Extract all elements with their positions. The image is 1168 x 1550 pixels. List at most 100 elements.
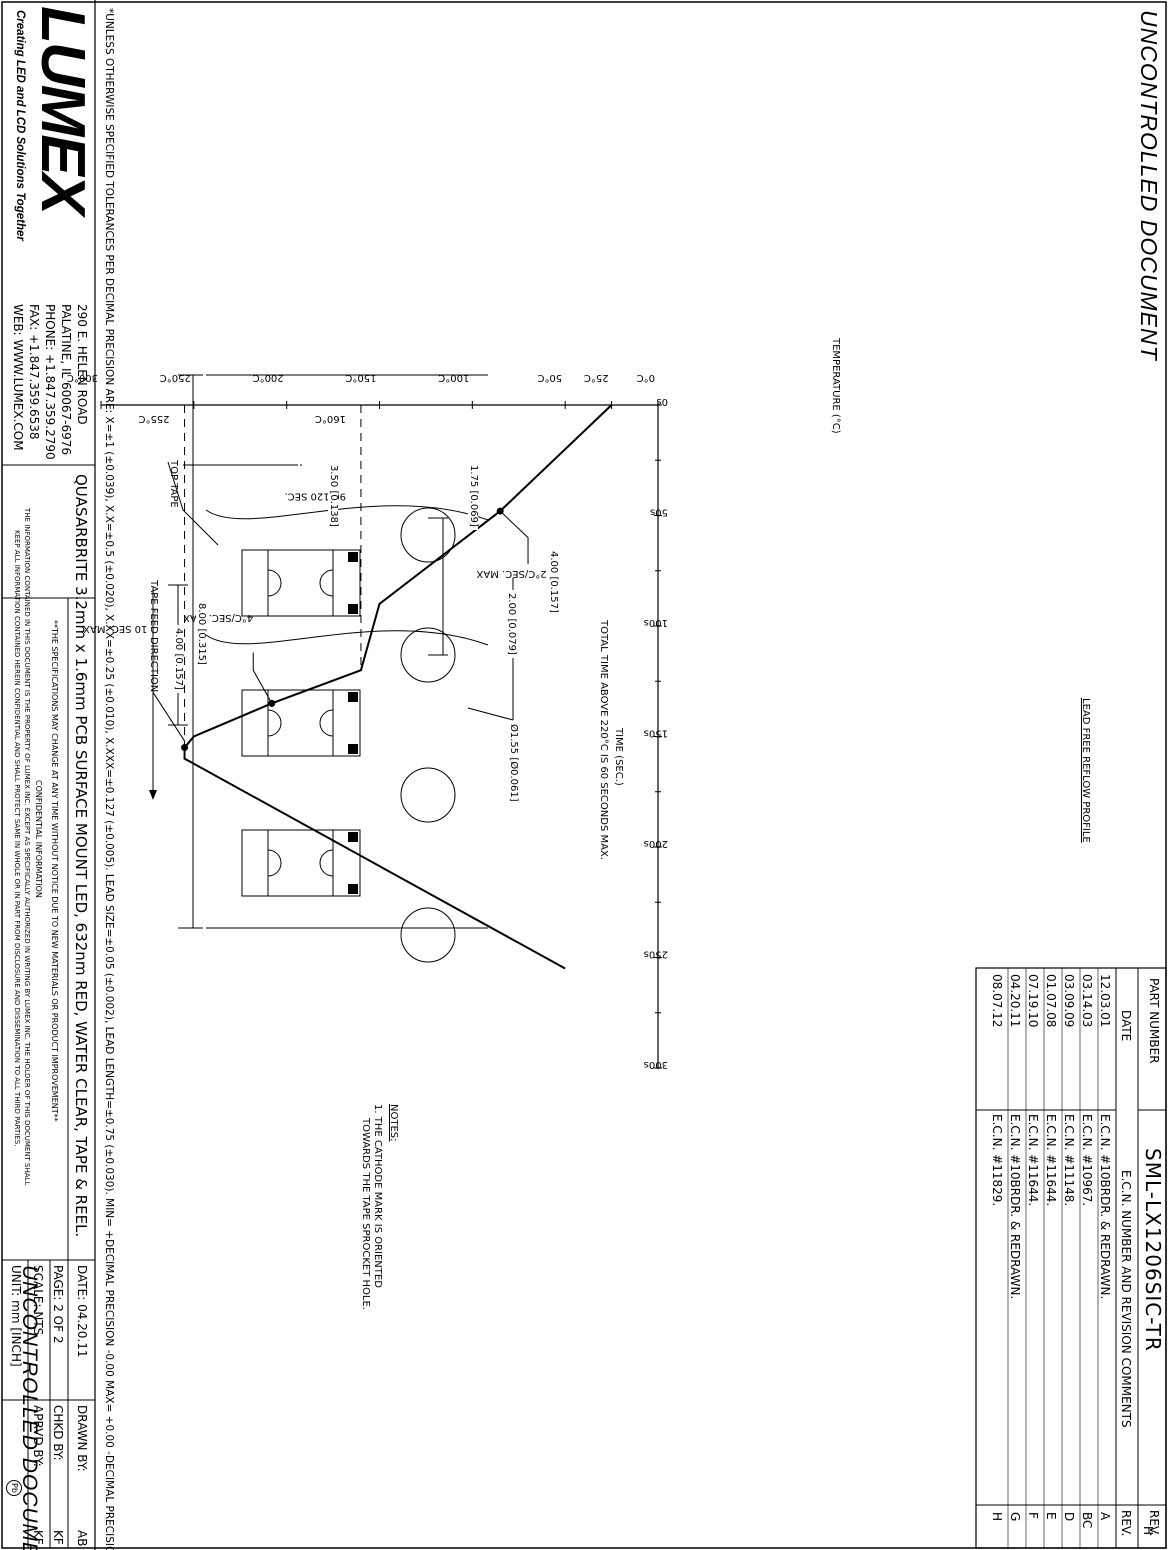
rev-code: H <box>990 1512 1004 1522</box>
rev-comment: E.C.N. #11644. <box>1026 1114 1040 1207</box>
tape-top-edge <box>205 505 489 521</box>
label-160c: 160°C <box>315 413 346 424</box>
rev-date: 03.14.03 <box>1080 974 1094 1028</box>
pocket <box>241 689 361 757</box>
rev-code: D <box>1062 1512 1076 1522</box>
checked-by-value: KF <box>51 1530 65 1545</box>
rev-date: 12.03.01 <box>1098 974 1112 1028</box>
dim-175: 1.75 [0.069] <box>468 462 479 530</box>
tape-wave-mid <box>205 630 489 646</box>
approved-by-label: APRVD BY: <box>31 1405 45 1467</box>
temp-tick-label: 200°C <box>253 372 284 383</box>
address-2: PALATINE, IL 60067-6976 <box>59 304 73 456</box>
time-tick-label: 300s <box>644 1059 668 1070</box>
time-tick-label: 50s <box>650 507 668 518</box>
temp-tick-label: 100°C <box>438 372 469 383</box>
note-line-2: TOWARDS THE TAPE SPROCKET HOLE. <box>360 1118 371 1310</box>
profile-marker <box>181 744 189 752</box>
col-rev: REV. <box>1119 1510 1133 1537</box>
time-tick-label: 200s <box>644 838 668 849</box>
rev-comment: E.C.N. #11148. <box>1062 1114 1076 1207</box>
sprocket-hole <box>400 627 456 683</box>
temp-tick-label: 300°C <box>67 372 98 383</box>
approved-by-value: KF <box>31 1530 45 1545</box>
rev-comment: E.C.N. #10BRDR. & REDRAWN. <box>1008 1114 1022 1300</box>
rohs-icon: Pb <box>6 1480 22 1496</box>
time-tick-label: 0s <box>656 396 668 407</box>
sprocket-hole <box>400 507 456 563</box>
website: WEB: WWW.LUMEX.COM <box>11 304 25 451</box>
lumex-tagline: Creating LED and LCD Solutions Together <box>14 10 26 241</box>
scale-field: SCALE: NTS <box>31 1265 45 1336</box>
part-description: QUASARBRITE 3.2mm x 1.6mm PCB SURFACE MO… <box>72 474 90 1238</box>
rev-date: 03.09.09 <box>1062 974 1076 1028</box>
rev-code: A <box>1098 1512 1112 1521</box>
rev-comment: E.C.N. #10967. <box>1080 1114 1094 1207</box>
lumex-logo: LUMEX <box>28 6 97 213</box>
part-number: SML-LX1206SIC-TR <box>1141 1148 1165 1352</box>
time-axis-label: TIME (SEC.) <box>613 728 624 786</box>
rev-code: G <box>1008 1512 1022 1522</box>
dim-hole: Ø1.55 [Ø0.061] <box>508 724 519 802</box>
col-date: DATE <box>1119 1010 1133 1042</box>
dim-200: 2.00 [0.079] <box>506 590 517 658</box>
watermark-top: UNCONTROLLED DOCUMENT <box>1136 10 1162 361</box>
rev-date: 01.07.08 <box>1044 974 1058 1028</box>
notes-title: NOTES: <box>388 1104 399 1142</box>
drawn-by-label: DRAWN BY: <box>75 1405 89 1472</box>
rev-comment: E.C.N. #11829. <box>990 1114 1004 1207</box>
time-tick-label: 250s <box>644 949 668 960</box>
rev-code: E <box>1044 1512 1058 1520</box>
rev-code: BC <box>1080 1512 1094 1529</box>
time-note: TOTAL TIME ABOVE 220°C IS 60 SECONDS MAX… <box>598 620 609 860</box>
confidential-line-1: THE INFORMATION CONTAINED IN THIS DOCUME… <box>23 508 31 1186</box>
pocket <box>241 829 361 897</box>
time-tick-label: 100s <box>644 617 668 628</box>
fax: FAX: +1.847.359.6538 <box>27 304 41 440</box>
tolerance-note: *UNLESS OTHERWISE SPECIFIED TOLERANCES P… <box>103 8 115 1550</box>
tape-feed-label: TAPE FEED DIRECTION <box>148 580 159 693</box>
reflow-title: LEAD FREE REFLOW PROFILE <box>1080 698 1091 843</box>
temp-tick-label: 50°C <box>537 372 562 383</box>
spec-change-note: **THE SPECIFICATIONS MAY CHANGE AT ANY T… <box>50 620 59 1122</box>
leader-ramp-1 <box>499 510 529 565</box>
note-line-1: 1. THE CATHODE MARK IS ORIENTED <box>372 1104 383 1288</box>
label-peak: 10 SEC. MAX <box>83 623 147 634</box>
rev-date: 07.19.10 <box>1026 974 1040 1028</box>
leader-ramp-2 <box>252 652 273 704</box>
date-field: DATE: 04.20.11 <box>75 1265 89 1358</box>
rev-value: H <box>1141 1526 1155 1536</box>
unit-field: UNIT: mm [INCH] <box>9 1265 23 1367</box>
dim-width: 8.00 [0.315] <box>196 600 207 668</box>
confidential-title: CONFIDENTIAL INFORMATION <box>34 780 43 898</box>
page-field: PAGE: 2 OF 2 <box>51 1265 65 1344</box>
label-ramp-1: 2°C/SEC. MAX <box>476 568 546 579</box>
rev-comment: E.C.N. #11644. <box>1044 1114 1058 1207</box>
dim-pitch-400: 4.00 [0.157] <box>548 548 559 616</box>
sprocket-hole <box>400 907 456 963</box>
rev-date: 08.07.12 <box>990 974 1004 1028</box>
dim-pocket-400: 4.00 [0.157] <box>173 625 184 693</box>
label-255c: 255°C <box>138 413 169 424</box>
temp-tick-label: 250°C <box>160 372 191 383</box>
confidential-line-2: KEEP ALL INFORMATION CONTAINED HEREIN CO… <box>13 530 21 1147</box>
rev-code: F <box>1026 1512 1040 1519</box>
pocket <box>241 549 361 617</box>
phone: PHONE: +1.847.359.2790 <box>43 304 57 460</box>
label-dwell: 90-120 SEC. <box>284 490 345 501</box>
temp-tick-label: 25°C <box>584 372 609 383</box>
rev-date: 04.20.11 <box>1008 974 1022 1028</box>
part-number-label: PART NUMBER <box>1147 978 1161 1064</box>
temp-tick-label: 150°C <box>345 372 376 383</box>
temp-tick-label: 0°C <box>637 372 655 383</box>
checked-by-label: CHKD BY: <box>51 1405 65 1461</box>
dim-350: 3.50 [0.138] <box>328 462 339 530</box>
col-comments: E.C.N. NUMBER AND REVISION COMMENTS <box>1119 1170 1133 1428</box>
label-ramp-2: 4°C/SEC. MAX <box>183 612 253 623</box>
drawn-by-value: AB <box>75 1530 89 1547</box>
rev-comment: E.C.N. #10BRDR. & REDRAWN. <box>1098 1114 1112 1300</box>
